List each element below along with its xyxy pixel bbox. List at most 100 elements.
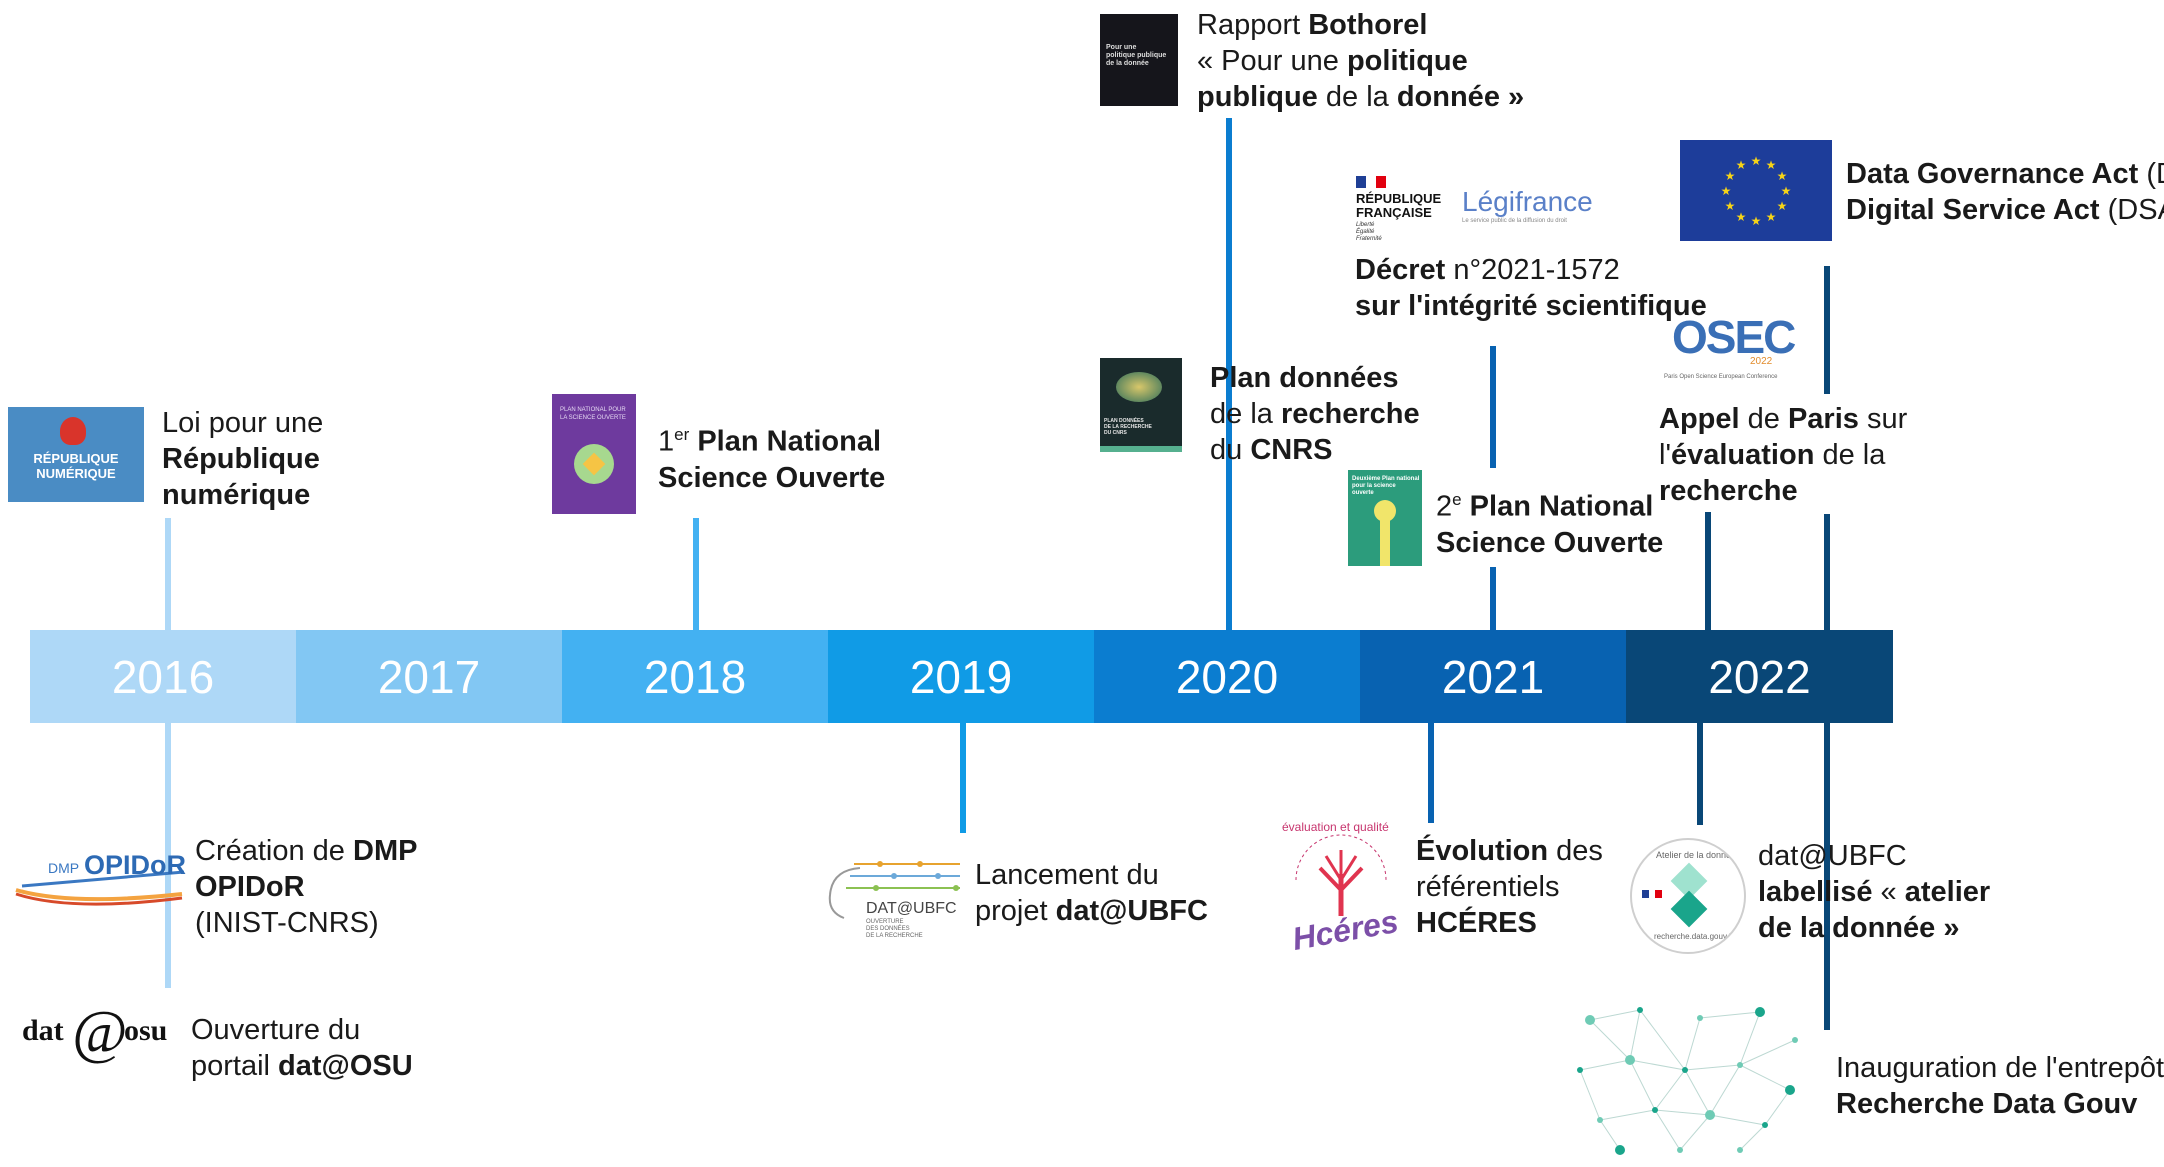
opidor-swoosh-icon	[15, 870, 185, 906]
network-node	[1705, 1110, 1715, 1120]
event-decret-integrite: Décret n°2021-1572 sur l'intégrité scien…	[1355, 254, 1707, 322]
connector-2021-bottom	[1428, 723, 1434, 823]
network-edge	[1684, 1064, 1741, 1071]
network-node	[1682, 1067, 1688, 1073]
eu-star-icon: ★	[1725, 199, 1736, 213]
year-2021: 2021	[1360, 630, 1626, 723]
eu-star-icon: ★	[1766, 210, 1777, 224]
network-edge	[1739, 1124, 1766, 1151]
connector-2020-top	[1226, 118, 1232, 630]
eu-star-icon: ★	[1777, 199, 1788, 213]
network-edge	[1599, 1109, 1656, 1121]
connector-2016-top	[165, 518, 171, 630]
network-graph-icon	[1577, 1007, 1798, 1155]
datosu-logo: dat @ osu	[22, 999, 168, 1065]
hceres-logo: évaluation et qualité Hcéres	[1276, 820, 1406, 950]
event-pnso2: 2e Plan National Science Ouverte	[1436, 490, 1664, 559]
legifrance-logo: Légifrance Le service public de la diffu…	[1462, 186, 1593, 224]
tree-icon	[1295, 834, 1387, 916]
event-recherche-data-gouv: Inauguration de l'entrepôt Recherche Dat…	[1836, 1052, 2164, 1120]
event-datubfc-launch: Lancement du projet dat@UBFC	[975, 859, 1208, 927]
osec-logo: OSEC 2022 Paris Open Science European Co…	[1664, 311, 1796, 380]
network-edge	[1589, 1009, 1641, 1021]
event-rapport-bothorel: Rapport Bothorel « Pour une politique pu…	[1197, 9, 1525, 113]
network-edge	[1654, 1109, 1681, 1151]
eu-star-icon: ★	[1781, 184, 1792, 198]
network-node	[1652, 1107, 1658, 1113]
year-2020: 2020	[1094, 630, 1360, 723]
network-edge	[1684, 1017, 1701, 1071]
eu-star-icon: ★	[1725, 169, 1736, 183]
connector-2016-bottom	[165, 723, 171, 988]
connector-2021-top	[1490, 346, 1496, 468]
network-node	[1762, 1122, 1768, 1128]
dmp-opidor-logo: DMP OPIDoR	[12, 850, 188, 910]
event-datosu: Ouverture du portail dat@OSU	[191, 1014, 413, 1082]
network-edge	[1639, 1009, 1686, 1071]
network-edge	[1629, 1009, 1641, 1061]
network-edge	[1764, 1089, 1791, 1126]
eu-star-icon: ★	[1766, 158, 1777, 172]
network-edge	[1679, 1114, 1711, 1151]
network-edge	[1739, 1011, 1761, 1066]
eu-star-icon: ★	[1721, 184, 1732, 198]
datubfc-logo: DAT@UBFC OUVERTURE DES DONNÉES DE LA REC…	[820, 850, 968, 940]
network-edge	[1684, 1069, 1711, 1116]
network-edge	[1654, 1069, 1686, 1111]
event-atelier-donnee: dat@UBFC labellisé « atelier de la donné…	[1758, 840, 1991, 944]
network-edge	[1629, 1059, 1686, 1071]
event-appel-paris: Appel de Paris sur l'évaluation de la re…	[1659, 403, 1908, 507]
connector-2021-top-low	[1490, 567, 1496, 630]
event-pnso1: 1er Plan National Science Ouverte	[658, 425, 886, 494]
connector-2022-dga-low	[1824, 514, 1830, 630]
bothorel-cover-image: Pour une politique publique de la donnée	[1100, 14, 1178, 106]
network-edge	[1739, 1064, 1791, 1091]
year-2018: 2018	[562, 630, 828, 723]
network-edge	[1579, 1059, 1631, 1071]
network-node	[1755, 1007, 1765, 1017]
network-edge	[1709, 1114, 1766, 1126]
brain-network-icon	[828, 861, 960, 919]
pnso1-cover-image: PLAN NATIONAL POUR LA SCIENCE OUVERTE	[552, 394, 636, 514]
recherche-data-gouv-network-image	[1560, 1000, 1810, 1160]
event-loi-republique-numerique: Loi pour une République numérique	[162, 407, 324, 511]
year-2016: 2016	[30, 630, 296, 723]
eu-star-icon: ★	[1777, 169, 1788, 183]
pnso2-cover-image: Deuxième Plan national pour la science o…	[1348, 470, 1422, 566]
network-edge	[1654, 1109, 1711, 1116]
network-node	[1577, 1067, 1583, 1073]
french-flag-icon	[1356, 176, 1386, 188]
connector-2019-bottom	[960, 723, 966, 833]
republique-numerique-logo: RÉPUBLIQUE NUMÉRIQUE	[8, 407, 144, 502]
eu-stars-icon: ★★★★★★★★★★★★	[1721, 154, 1792, 228]
connector-2022-rdg	[1824, 723, 1830, 1030]
year-2017: 2017	[296, 630, 562, 723]
network-edge	[1589, 1019, 1631, 1061]
network-node	[1792, 1037, 1798, 1043]
year-2022: 2022	[1626, 630, 1893, 723]
network-edge	[1699, 1011, 1761, 1019]
connector-2022-paris	[1705, 512, 1711, 630]
marianne-icon	[60, 417, 86, 445]
network-node	[1785, 1085, 1795, 1095]
atelier-donnee-badge: Atelier de la donnée recherche.data.gouv…	[1630, 838, 1746, 954]
eu-flag-logo: ★★★★★★★★★★★★	[1680, 140, 1832, 241]
event-hceres: Évolution des référentiels HCÉRES	[1416, 835, 1603, 939]
network-node	[1637, 1007, 1643, 1013]
connector-2022-dga-top	[1824, 266, 1830, 394]
network-edge	[1739, 1039, 1796, 1066]
eu-star-icon: ★	[1736, 158, 1747, 172]
network-edge	[1579, 1069, 1601, 1121]
network-node	[1677, 1147, 1683, 1153]
eu-star-icon: ★	[1736, 210, 1747, 224]
network-node	[1737, 1147, 1743, 1153]
network-edge	[1599, 1119, 1621, 1151]
french-flag-icon	[1642, 890, 1663, 898]
network-edge	[1709, 1064, 1741, 1116]
connector-2022-atelier	[1697, 723, 1703, 825]
network-node	[1737, 1062, 1743, 1068]
year-2019: 2019	[828, 630, 1094, 723]
event-dmp-opidor: Création de DMP OPIDoR (INIST-CNRS)	[195, 835, 418, 939]
network-node	[1697, 1015, 1703, 1021]
network-node	[1615, 1145, 1625, 1155]
